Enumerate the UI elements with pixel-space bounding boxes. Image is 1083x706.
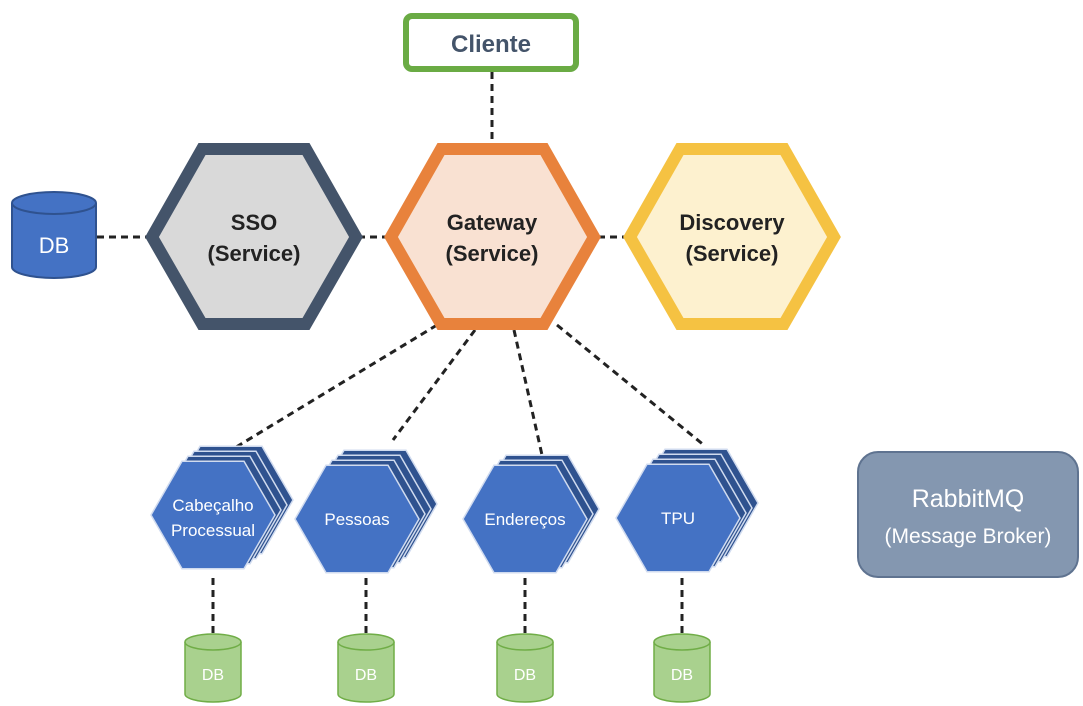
tpu-db-label: DB [671,667,693,684]
tpu-hexagon-stack [615,448,759,573]
sso-hexagon [145,143,363,330]
microservice-cabecalho: Cabeçalho Processual [150,445,294,570]
sso-db: DB [11,191,97,279]
enderecos-db-label: DB [514,667,536,684]
enderecos-label: Endereços [484,510,565,529]
hexagon-front [294,464,420,574]
connector-gateway-tpu [556,323,706,448]
sso-label-line2: (Service) [208,241,301,266]
gateway-label-line1: Gateway [447,210,538,235]
sso-db-cylinder-top [11,191,97,215]
sso-label-line1: SSO [231,210,277,235]
pessoas-label: Pessoas [324,510,389,529]
discovery-service: Discovery (Service) [623,143,841,330]
connector-gateway-pessoas [391,329,477,441]
db-cylinder [653,642,711,703]
sso-db-cylinder [11,203,97,279]
hexagon-front [150,460,276,570]
client-node: Cliente [403,13,579,72]
cabecalho-label-line2: Processual [171,521,255,540]
gateway-label-line2: (Service) [446,241,539,266]
microservice-tpu: TPU [615,448,759,573]
tpu-label: TPU [661,509,695,528]
cabecalho-hexagon-stack [150,445,294,570]
cabecalho-label-line1: Cabeçalho [172,496,253,515]
pessoas-db: DB [337,633,395,703]
sso-service: SSO (Service) [145,143,363,330]
broker-label-line1: RabbitMQ [912,485,1025,513]
pessoas-hexagon-stack [294,449,438,574]
broker-box [857,451,1079,578]
connectors [97,72,706,633]
pessoas-db-label: DB [355,667,377,684]
microservice-pessoas: Pessoas [294,449,438,574]
db-cylinder-top [653,633,711,651]
enderecos-db: DB [496,633,554,703]
microservice-enderecos: Endereços [462,454,600,574]
tpu-db: DB [653,633,711,703]
sso-db-label: DB [39,233,70,258]
db-cylinder [184,642,242,703]
db-cylinder-top [337,633,395,651]
connector-gateway-cabecalho [227,323,438,454]
discovery-label-line1: Discovery [679,210,785,235]
client-box [403,13,579,72]
gateway-service: Gateway (Service) [384,143,601,330]
client-label: Cliente [451,31,531,58]
discovery-hexagon [623,143,841,330]
enderecos-hexagon-stack [462,454,600,574]
db-cylinder [496,642,554,703]
db-cylinder [337,642,395,703]
connector-gateway-enderecos [512,329,544,456]
broker-label-line2: (Message Broker) [885,525,1052,548]
db-cylinder-top [496,633,554,651]
hexagon-front [615,463,741,573]
cabecalho-db: DB [184,633,242,703]
db-cylinder-top [184,633,242,651]
cabecalho-db-label: DB [202,667,224,684]
hexagon-front [462,464,588,574]
message-broker: RabbitMQ (Message Broker) [857,451,1079,578]
gateway-hexagon [384,143,601,330]
discovery-label-line2: (Service) [686,241,779,266]
